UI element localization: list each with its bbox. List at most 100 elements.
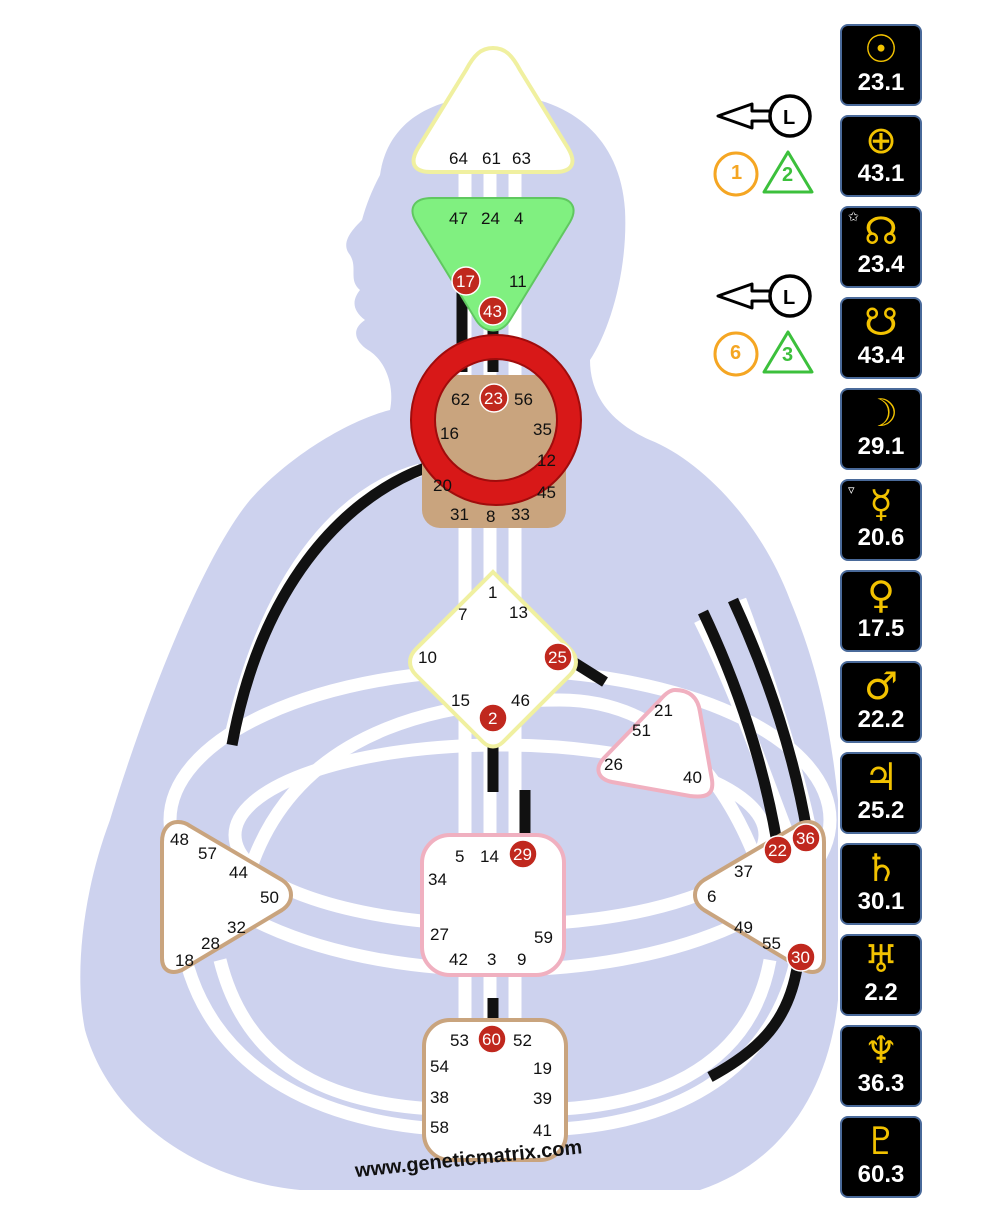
sacral-center xyxy=(420,833,566,977)
uranus-icon: ♅ xyxy=(863,937,899,981)
planet-value: 60.3 xyxy=(857,1161,905,1188)
gate-label: 55 xyxy=(762,934,781,953)
gate-label: 24 xyxy=(481,209,500,228)
svg-text:L: L xyxy=(783,287,795,309)
gate-label: 54 xyxy=(430,1057,449,1076)
planet-neptune[interactable]: ♆ 36.3 xyxy=(840,1025,922,1107)
gate-label: 50 xyxy=(260,888,279,907)
ajna-center xyxy=(411,197,575,332)
variable-green-number: 2 xyxy=(782,164,794,186)
star-icon: ✩ xyxy=(848,210,859,225)
gate-label: 15 xyxy=(451,691,470,710)
gate-label: 34 xyxy=(428,870,447,889)
gate-label: 26 xyxy=(604,755,623,774)
gate-label: 39 xyxy=(533,1089,552,1108)
gate-label: 31 xyxy=(450,505,469,524)
gate-label: 11 xyxy=(509,272,527,291)
gate-label: 8 xyxy=(486,507,495,526)
moon-icon: ☽ xyxy=(863,391,899,435)
gate-label: 14 xyxy=(480,847,499,866)
gate-label: 42 xyxy=(449,950,468,969)
focus-ring-inner-outline xyxy=(434,358,558,482)
gate-label-active: 22 xyxy=(768,841,787,860)
gate-label-active: 25 xyxy=(548,648,567,667)
gate-label: 64 xyxy=(449,149,468,168)
left-arrow-clock-icon: L xyxy=(713,94,814,197)
heart-center xyxy=(596,687,715,799)
planet-value: 2.2 xyxy=(864,979,898,1006)
variable-green-number: 3 xyxy=(782,344,794,366)
pluto-icon: ♇ xyxy=(863,1119,899,1163)
gate-label: 12 xyxy=(537,451,556,470)
gate-label-active: 43 xyxy=(483,302,502,321)
north-node-icon: ☊ xyxy=(864,209,898,253)
gate-label: 18 xyxy=(175,951,194,970)
gate-label: 16 xyxy=(440,424,459,443)
gate-label-active: 23 xyxy=(484,389,503,408)
gate-label: 28 xyxy=(201,934,220,953)
triangle-down-icon: ▿ xyxy=(848,483,855,498)
planet-mars[interactable]: ♂ 22.2 xyxy=(840,661,922,743)
planet-uranus[interactable]: ♅ 2.2 xyxy=(840,934,922,1016)
planet-value: 30.1 xyxy=(857,888,905,915)
left-arrow-clock-icon: L xyxy=(713,274,814,377)
gate-label-active: 17 xyxy=(456,272,475,291)
g-center xyxy=(408,569,578,749)
bodygraph: 64 61 63 47 24 4 17 11 43 62 23 56 16 35… xyxy=(80,45,838,1190)
gate-label: 1 xyxy=(488,583,497,602)
gate-label: 13 xyxy=(509,603,528,622)
gate-label: 57 xyxy=(198,844,217,863)
solar-plexus-center xyxy=(693,819,826,974)
gate-label: 49 xyxy=(734,918,753,937)
gate-label: 58 xyxy=(430,1118,449,1137)
planet-value: 36.3 xyxy=(857,1070,905,1097)
focus-ring-outline xyxy=(410,334,582,506)
gate-label: 51 xyxy=(632,721,651,740)
mercury-icon: ☿ xyxy=(869,482,893,526)
jupiter-icon: ♃ xyxy=(863,755,899,799)
planet-north-node[interactable]: ✩ ☊ 23.4 xyxy=(840,206,922,288)
gate-label: 63 xyxy=(512,149,531,168)
earth-icon: ⊕ xyxy=(865,118,897,162)
gate-label: 41 xyxy=(533,1121,552,1140)
gate-label: 40 xyxy=(683,768,702,787)
gate-label: 21 xyxy=(654,701,673,720)
planet-value: 23.1 xyxy=(857,69,905,96)
planet-saturn[interactable]: ♄ 30.1 xyxy=(840,843,922,925)
gate-label: 33 xyxy=(511,505,530,524)
gate-label: 32 xyxy=(227,918,246,937)
gate-label: 3 xyxy=(487,950,496,969)
gate-numbers: 64 61 63 47 24 4 17 11 43 62 23 56 16 35… xyxy=(170,149,815,1140)
variable-orange-number: 6 xyxy=(730,342,742,364)
svg-text:L: L xyxy=(783,107,795,129)
gate-label: 20 xyxy=(433,476,452,495)
gate-label: 38 xyxy=(430,1088,449,1107)
planet-value: 25.2 xyxy=(857,797,905,824)
planet-mercury[interactable]: ▿ ☿ 20.6 xyxy=(840,479,922,561)
planet-moon[interactable]: ☽ 29.1 xyxy=(840,388,922,470)
gate-label: 6 xyxy=(707,887,716,906)
planet-south-node[interactable]: ☋ 43.4 xyxy=(840,297,922,379)
south-node-icon: ☋ xyxy=(864,300,898,344)
spleen-center xyxy=(160,819,293,974)
gate-label: 59 xyxy=(534,928,553,947)
gate-label-active: 60 xyxy=(482,1030,501,1049)
planet-venus[interactable]: ♀ 17.5 xyxy=(840,570,922,652)
activated-gate-dots xyxy=(451,266,821,1054)
planet-value: 20.6 xyxy=(857,524,905,551)
planet-value: 43.4 xyxy=(857,342,905,369)
planet-pluto[interactable]: ♇ 60.3 xyxy=(840,1116,922,1198)
neptune-icon: ♆ xyxy=(863,1028,899,1072)
planet-column: ☉ 23.1 ⊕ 43.1 ✩ ☊ 23.4 ☋ 43.4 ☽ 29.1 ▿ ☿… xyxy=(840,24,926,1207)
head-center xyxy=(411,45,575,174)
variable-top: L 1 2 xyxy=(712,92,822,197)
gate-label: 4 xyxy=(514,209,523,228)
gate-label: 19 xyxy=(533,1059,552,1078)
planet-jupiter[interactable]: ♃ 25.2 xyxy=(840,752,922,834)
gate-label: 35 xyxy=(533,420,552,439)
gate-label: 47 xyxy=(449,209,468,228)
planet-earth[interactable]: ⊕ 43.1 xyxy=(840,115,922,197)
planet-sun[interactable]: ☉ 23.1 xyxy=(840,24,922,106)
planet-value: 43.1 xyxy=(857,160,905,187)
gate-label: 44 xyxy=(229,863,248,882)
